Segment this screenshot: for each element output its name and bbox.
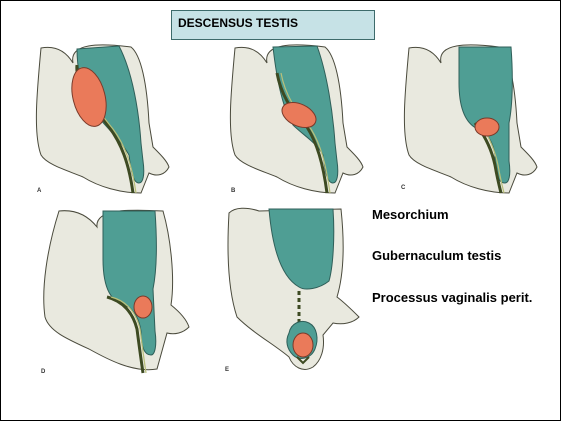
panel-e-label: E xyxy=(225,367,229,373)
legend-gubernaculum-testis: Gubernaculum testis xyxy=(372,248,501,263)
panel-d-illustration: D xyxy=(37,209,187,379)
panel-a-label: A xyxy=(37,188,41,194)
legend-mesorchium: Mesorchium xyxy=(372,207,449,222)
slide-title: DESCENSUS TESTIS xyxy=(171,10,375,40)
legend-processus-vaginalis: Processus vaginalis perit. xyxy=(372,290,532,305)
panel-a-illustration: A xyxy=(29,43,174,198)
panel-b-illustration: B xyxy=(223,43,368,198)
panel-c-label: C xyxy=(401,185,405,191)
panel-d-label: D xyxy=(41,369,45,375)
panel-c-illustration: C xyxy=(397,43,542,198)
panel-b-label: B xyxy=(231,188,235,194)
panel-e-illustration: E xyxy=(223,207,368,377)
